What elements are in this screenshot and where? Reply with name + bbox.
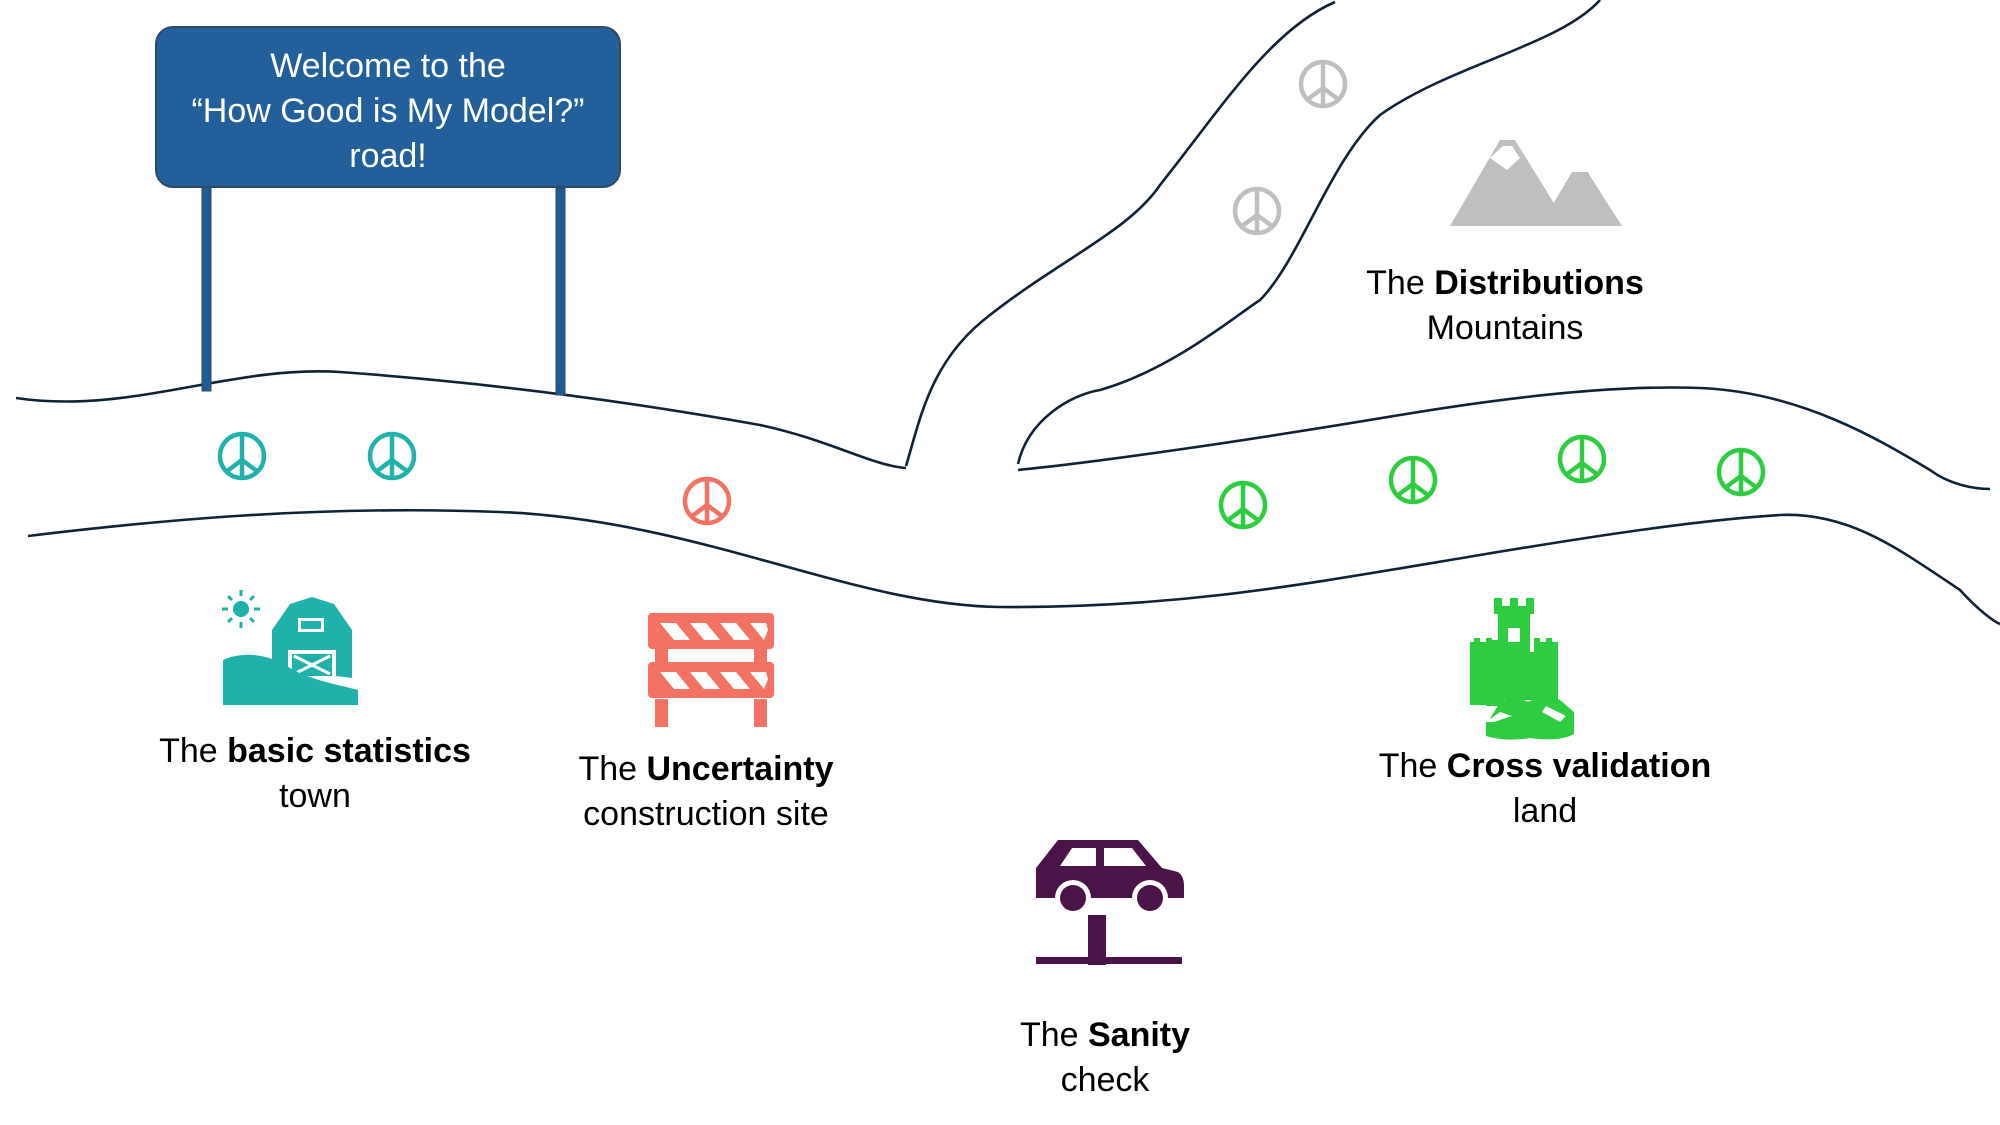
label-bold: Uncertainty	[646, 750, 834, 788]
branch-road-left-edge	[904, 0, 1336, 467]
label-prefix: The	[1019, 1016, 1088, 1054]
label-line-1: The Cross validation	[1340, 744, 1750, 789]
peace-icon	[370, 434, 414, 478]
sign-post-right	[555, 187, 566, 396]
main-road-lower-edge	[27, 508, 2000, 626]
label-line-2: check	[1060, 1061, 1150, 1099]
road-lines	[15, 0, 2000, 626]
barn-icon	[222, 590, 358, 705]
label-cross-validation: The Cross validation land	[1340, 744, 1750, 834]
label-uncertainty: The Uncertainty construction site	[546, 747, 866, 837]
peace-icon	[1719, 450, 1763, 494]
label-distributions: The Distributions Mountains	[1360, 261, 1650, 351]
label-line-1: The basic statistics	[140, 729, 490, 774]
label-line-2: town	[279, 777, 351, 815]
label-prefix: The	[578, 750, 647, 788]
peace-icon	[1235, 189, 1279, 233]
mountain-icon	[1450, 140, 1622, 226]
label-line-1: The Uncertainty	[546, 747, 866, 792]
peace-icon	[220, 434, 264, 478]
label-line-2: Mountains	[1426, 309, 1584, 347]
sign-posts	[201, 187, 566, 396]
castle-icon	[1470, 598, 1574, 740]
label-prefix: The	[1378, 747, 1447, 785]
sign-line-2: “How Good is My Model?”	[191, 92, 585, 130]
label-basic-statistics: The basic statistics town	[140, 729, 490, 819]
label-bold: Sanity	[1088, 1016, 1191, 1054]
label-bold: basic statistics	[227, 732, 471, 770]
sign-line-1: Welcome to the	[270, 47, 506, 85]
peace-icon	[1301, 62, 1345, 106]
label-line-2: construction site	[583, 795, 829, 833]
peace-icon	[1560, 437, 1604, 481]
peace-icon	[1221, 483, 1265, 527]
branch-road-right-edge	[1016, 0, 1601, 465]
label-line-2: land	[1512, 792, 1578, 830]
welcome-sign: Welcome to the “How Good is My Model?” r…	[155, 26, 621, 188]
peace-icon	[1391, 458, 1435, 502]
label-prefix: The	[159, 732, 228, 770]
label-line-1: The Sanity	[980, 1013, 1230, 1058]
label-prefix: The	[1366, 264, 1435, 302]
main-road-upper-left-edge	[15, 370, 907, 470]
sign-post-left	[201, 187, 212, 392]
label-bold: Distributions	[1434, 264, 1644, 302]
roadblock-icon	[648, 613, 774, 727]
label-line-1: The Distributions	[1360, 261, 1650, 306]
peace-icon	[685, 479, 729, 523]
sign-line-3: road!	[349, 137, 427, 175]
car-lift-icon	[1036, 840, 1184, 965]
label-sanity: The Sanity check	[980, 1013, 1230, 1103]
label-bold: Cross validation	[1446, 747, 1712, 785]
main-road-upper-right-edge	[1017, 386, 1991, 491]
